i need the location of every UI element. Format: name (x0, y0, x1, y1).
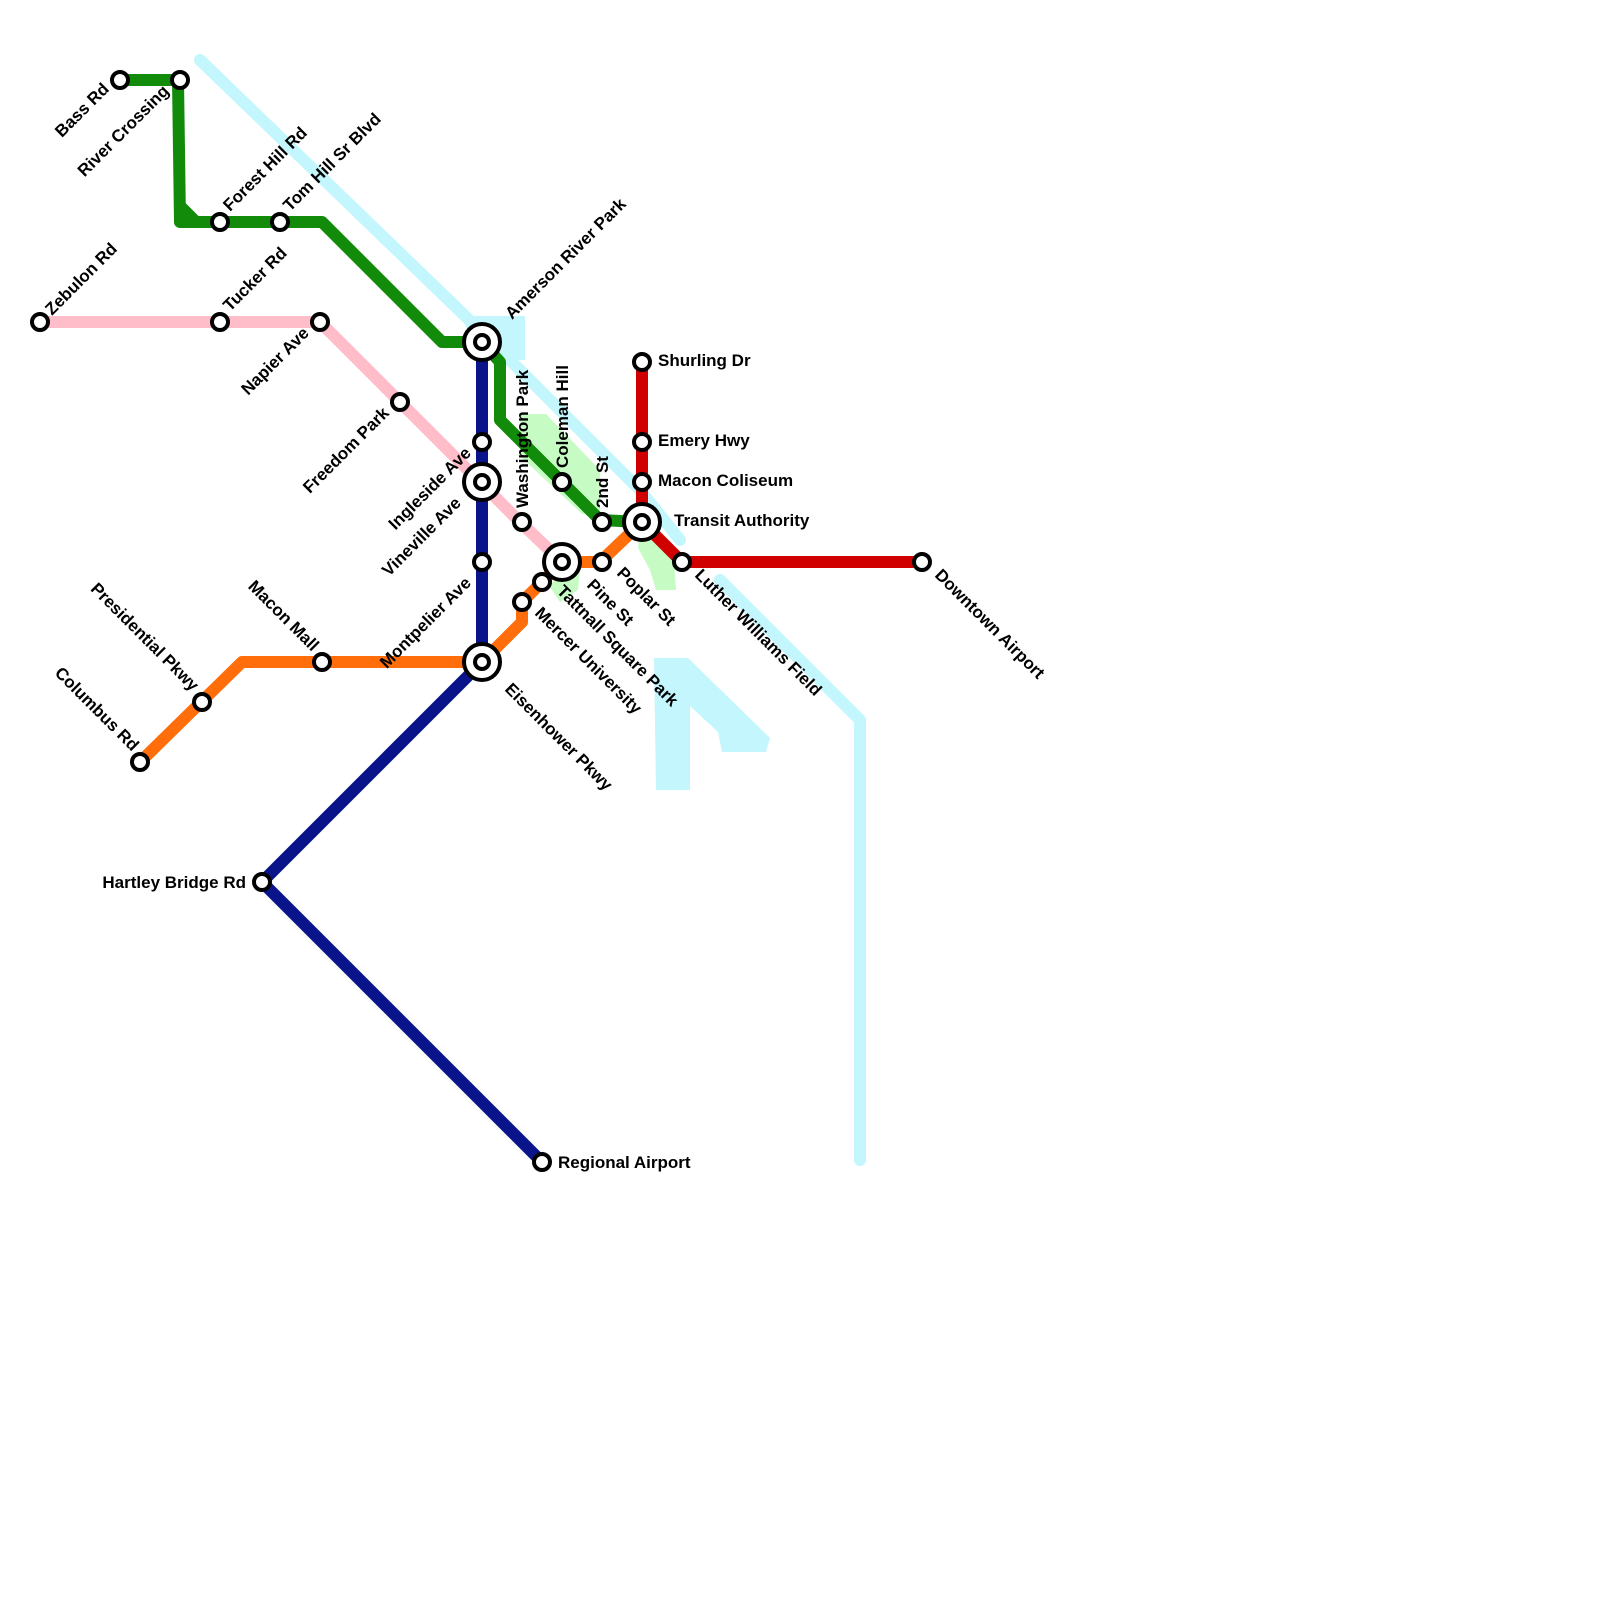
station-tucker-rd[interactable] (210, 312, 230, 332)
station-dot (532, 572, 552, 592)
station-forest-hill-rd[interactable] (210, 212, 230, 232)
station-transit-authority[interactable] (622, 502, 662, 542)
station-tom-hill-sr-blvd[interactable] (270, 212, 290, 232)
station-amerson-river-park[interactable] (462, 322, 502, 362)
label-hartley-bridge-rd[interactable]: Hartley Bridge Rd (102, 873, 246, 892)
station-freedom-park[interactable] (390, 392, 410, 412)
label-emery-hwy[interactable]: Emery Hwy (658, 431, 750, 450)
station-dot (270, 212, 290, 232)
label-washington-park[interactable]: Washington Park (513, 369, 532, 508)
station-dot (592, 512, 612, 532)
station-dot (252, 872, 272, 892)
station-dot (512, 592, 532, 612)
label-bass-rd[interactable]: Bass Rd (51, 79, 113, 141)
label-luther-williams-field[interactable]: Luther Williams Field (691, 565, 825, 699)
interchange-inner-ring (633, 513, 651, 531)
label-coleman-hill[interactable]: Coleman Hill (553, 365, 572, 468)
station-vineville-ave[interactable] (462, 462, 502, 502)
station-columbus-rd[interactable] (130, 752, 150, 772)
label-presidential-pkwy[interactable]: Presidential Pkwy (87, 579, 203, 695)
stations (30, 70, 932, 1172)
station-dot (592, 552, 612, 572)
station-bass-rd[interactable] (110, 70, 130, 90)
station-shurling-dr[interactable] (632, 352, 652, 372)
label-2nd-st[interactable]: 2nd St (593, 456, 612, 508)
park-coleman-hill (520, 414, 600, 514)
interchange-inner-ring (553, 553, 571, 571)
station-napier-ave[interactable] (310, 312, 330, 332)
label-amerson-river-park[interactable]: Amerson River Park (501, 194, 630, 323)
station-dot (512, 512, 532, 532)
station-dot (310, 312, 330, 332)
label-shurling-dr[interactable]: Shurling Dr (658, 351, 751, 370)
station-dot (632, 472, 652, 492)
station-2nd-st[interactable] (592, 512, 612, 532)
station-eisenhower-pkwy[interactable] (462, 642, 502, 682)
station-tattnall-square-park[interactable] (532, 572, 552, 592)
label-macon-mall[interactable]: Macon Mall (244, 577, 322, 655)
river-lower-channel (714, 574, 866, 1166)
station-dot (390, 392, 410, 412)
interchange-inner-ring (473, 653, 491, 671)
station-presidential-pkwy[interactable] (192, 692, 212, 712)
label-macon-coliseum[interactable]: Macon Coliseum (658, 471, 793, 490)
station-coleman-hill[interactable] (552, 472, 572, 492)
station-dot (672, 552, 692, 572)
station-dot (472, 552, 492, 572)
label-freedom-park[interactable]: Freedom Park (299, 403, 393, 497)
station-dot (552, 472, 572, 492)
label-eisenhower-pkwy[interactable]: Eisenhower Pkwy (501, 679, 616, 794)
interchange-inner-ring (473, 473, 491, 491)
station-mercer-university[interactable] (512, 592, 532, 612)
label-transit-authority[interactable]: Transit Authority (674, 511, 810, 530)
station-dot (192, 692, 212, 712)
station-dot (532, 1152, 552, 1172)
line-red[interactable] (636, 354, 928, 568)
river-lake (654, 658, 770, 790)
station-dot (312, 652, 332, 672)
station-emery-hwy[interactable] (632, 432, 652, 452)
label-columbus-rd[interactable]: Columbus Rd (51, 663, 143, 755)
label-zebulon-rd[interactable]: Zebulon Rd (41, 239, 121, 319)
station-dot (912, 552, 932, 572)
station-dot (110, 70, 130, 90)
line-navy[interactable] (256, 336, 548, 1168)
station-zebulon-rd[interactable] (30, 312, 50, 332)
station-ingleside-ave[interactable] (472, 432, 492, 452)
station-pine-st[interactable] (542, 542, 582, 582)
station-dot (130, 752, 150, 772)
station-poplar-st[interactable] (592, 552, 612, 572)
station-downtown-airport[interactable] (912, 552, 932, 572)
station-dot (632, 352, 652, 372)
station-dot (210, 312, 230, 332)
label-tucker-rd[interactable]: Tucker Rd (219, 243, 290, 314)
station-macon-mall[interactable] (312, 652, 332, 672)
station-dot (632, 432, 652, 452)
station-regional-airport[interactable] (532, 1152, 552, 1172)
interchange-inner-ring (473, 333, 491, 351)
station-macon-coliseum[interactable] (632, 472, 652, 492)
station-river-crossing[interactable] (170, 70, 190, 90)
label-napier-ave[interactable]: Napier Ave (237, 323, 312, 398)
station-hartley-bridge-rd[interactable] (252, 872, 272, 892)
station-dot (170, 70, 190, 90)
line-green-spur (174, 200, 202, 228)
station-dot (210, 212, 230, 232)
station-dot (472, 432, 492, 452)
label-downtown-airport[interactable]: Downtown Airport (931, 565, 1048, 682)
station-washington-park[interactable] (512, 512, 532, 532)
labels: Bass Rd River Crossing Forest Hill Rd To… (41, 79, 1048, 1172)
station-luther-williams-field[interactable] (672, 552, 692, 572)
label-regional-airport[interactable]: Regional Airport (558, 1153, 691, 1172)
station-montpelier-ave[interactable] (472, 552, 492, 572)
station-dot (30, 312, 50, 332)
park-transit-area (638, 525, 676, 590)
